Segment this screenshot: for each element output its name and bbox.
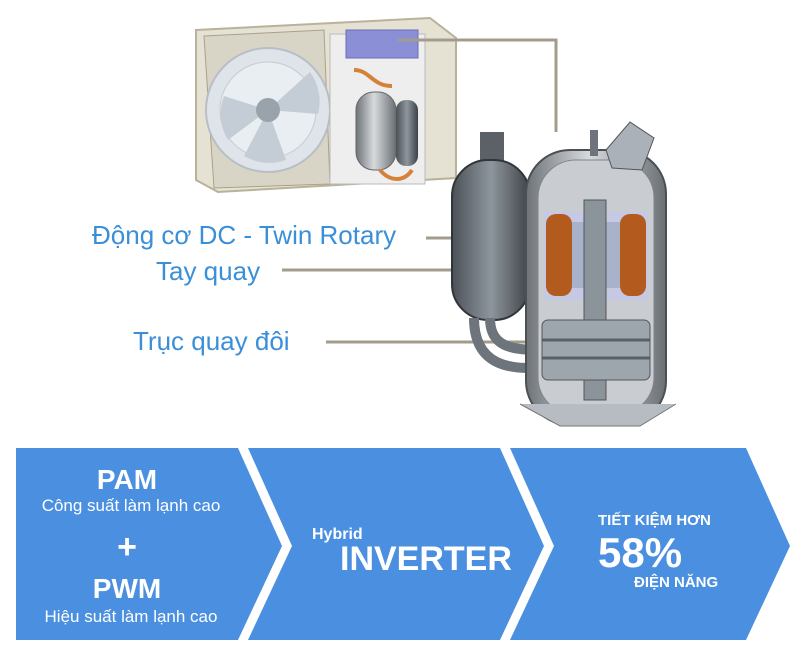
banner-segment-inverter [248, 448, 544, 640]
hybrid-label: Hybrid [312, 526, 363, 543]
compressor-cutaway-image [451, 121, 677, 427]
pam-description: Công suất làm lạnh cao [41, 496, 221, 515]
compressor-illustration [195, 16, 677, 427]
callout-shaft: Trục quay đôi [133, 326, 290, 356]
feature-banner [16, 448, 790, 640]
savings-percentage: 58% [598, 529, 683, 576]
outdoor-unit-image [195, 16, 457, 194]
savings-top-label: TIẾT KIỆM HƠN [598, 512, 711, 529]
pwm-title: PWM [92, 573, 162, 604]
inverter-label: INVERTER [340, 540, 512, 578]
pam-title: PAM [96, 464, 158, 495]
callout-crank: Tay quay [156, 256, 261, 286]
savings-bottom-label: ĐIỆN NĂNG [634, 574, 719, 591]
banner-segment-savings [510, 448, 790, 640]
callout-motor: Động cơ DC - Twin Rotary [92, 220, 397, 250]
pwm-description: Hiệu suất làm lạnh cao [44, 607, 218, 626]
banner-segment-pam-pwm [16, 448, 282, 640]
plus-icon: + [117, 528, 137, 566]
